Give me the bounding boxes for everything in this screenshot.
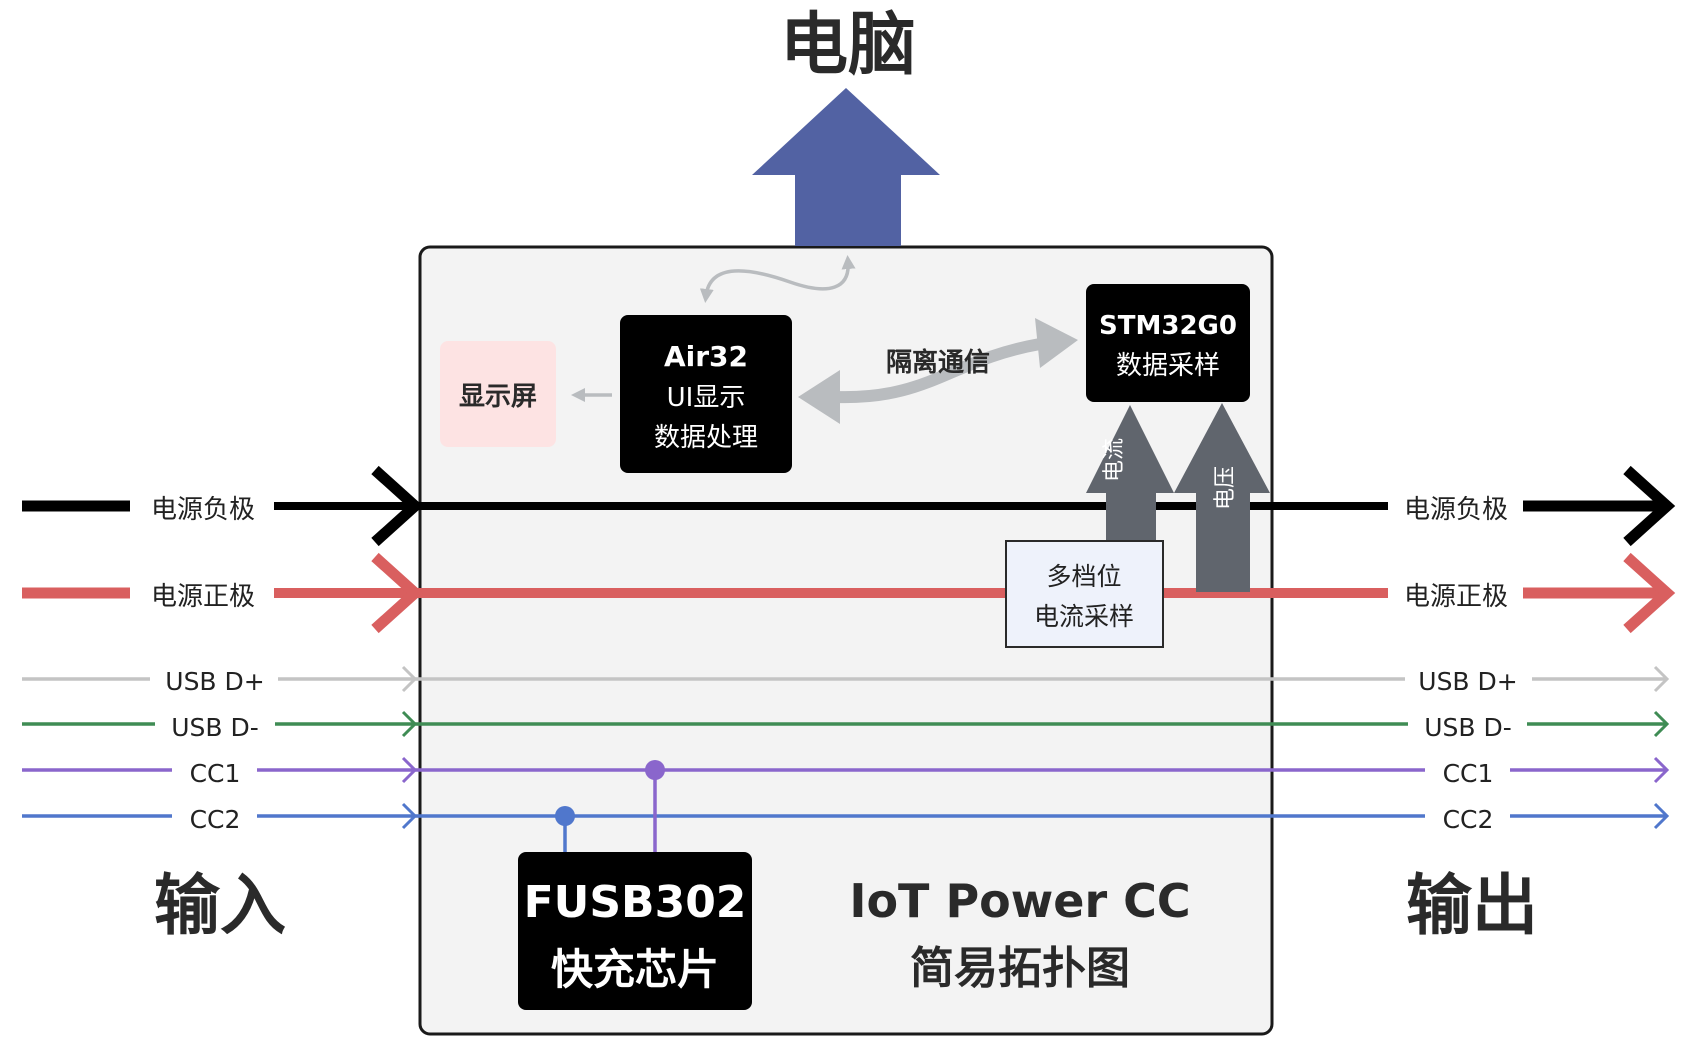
cc1-label-right: CC1 (1443, 759, 1494, 788)
air32-block (620, 315, 792, 473)
cc1-label-left: CC1 (190, 759, 241, 788)
air32-line1: Air32 (664, 340, 748, 373)
usb-dplus-label-right: USB D+ (1418, 667, 1517, 696)
cc2-label-right: CC2 (1443, 805, 1494, 834)
fusb302-line2: 快充芯片 (551, 945, 719, 994)
cc1-line (22, 756, 1670, 784)
current-arrow-label: 电流 (1102, 438, 1127, 482)
isolation-label: 隔离通信 (886, 347, 990, 378)
cc1-junction (645, 760, 665, 780)
usb-dminus-label-right: USB D- (1424, 713, 1512, 742)
negative-label-right: 电源负极 (1404, 495, 1508, 525)
usb-comm-link (699, 255, 856, 303)
diagram-title-line1: IoT Power CC (849, 874, 1190, 928)
computer-up-arrow (752, 88, 940, 246)
voltage-arrow-label: 电压 (1213, 466, 1238, 510)
input-label: 输入 (154, 867, 286, 944)
voltage-sense-arrow (1174, 403, 1270, 592)
isolation-comm-arrow (834, 338, 1042, 404)
positive-label-right: 电源正极 (1404, 582, 1508, 612)
negative-input-chevron (371, 465, 424, 547)
cc2-junction (555, 806, 575, 826)
air32-line3: 数据处理 (654, 423, 758, 453)
isolation-arrowhead-right (1035, 318, 1078, 368)
computer-label: 电脑 (780, 6, 916, 85)
fusb302-line1: FUSB302 (524, 877, 747, 928)
positive-label-left: 电源正极 (151, 582, 255, 612)
diagram-title-line2: 简易拓扑图 (910, 943, 1130, 994)
cc2-label-left: CC2 (190, 805, 241, 834)
output-label: 输出 (1406, 867, 1538, 944)
current-sampler-block (1005, 540, 1164, 648)
current-sampler-line2: 电流采样 (1034, 602, 1134, 631)
display-block (440, 341, 556, 447)
usb-dplus-line (22, 665, 1670, 693)
negative-output-chevron (1623, 465, 1676, 547)
usb-dminus-label-left: USB D- (171, 713, 259, 742)
display-label: 显示屏 (459, 382, 537, 412)
positive-input-chevron (371, 552, 424, 634)
current-sense-arrow (1086, 405, 1174, 540)
isolation-arrowhead-left (798, 370, 840, 424)
air32-line2: UI显示 (667, 383, 746, 413)
cc2-line (22, 802, 1670, 830)
power-positive-line (22, 552, 1676, 634)
usb-dplus-label-left: USB D+ (165, 667, 264, 696)
current-sampler-line1: 多档位 (1046, 562, 1121, 591)
stm32-line1: STM32G0 (1099, 311, 1237, 341)
positive-output-chevron (1623, 552, 1676, 634)
stm32-block (1086, 284, 1250, 402)
usb-dminus-line (22, 710, 1670, 738)
fusb302-block (518, 852, 752, 1010)
negative-label-left: 电源负极 (151, 495, 255, 525)
stm32-line2: 数据采样 (1116, 351, 1220, 381)
